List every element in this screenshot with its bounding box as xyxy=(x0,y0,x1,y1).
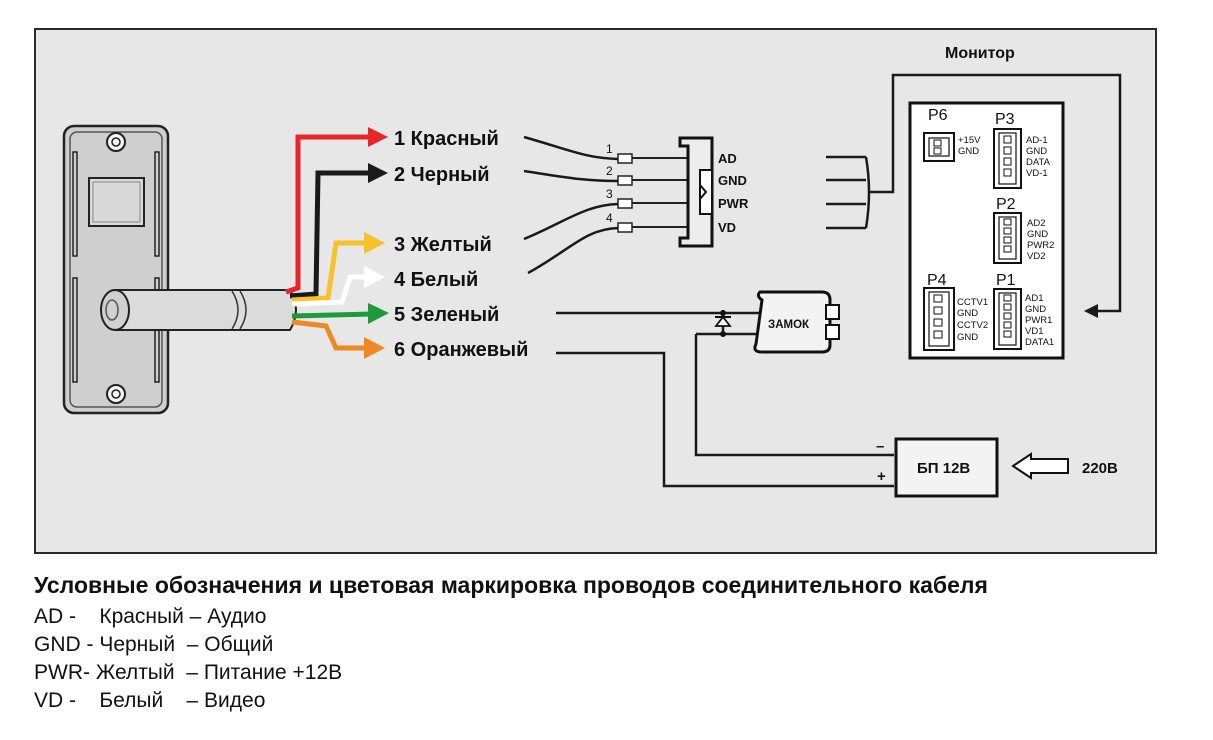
wire-white-arrow xyxy=(364,266,385,288)
wire-label-red: 1 Красный xyxy=(394,128,499,150)
svg-text:+15V: +15V xyxy=(958,135,981,146)
wire-red-arrow xyxy=(368,127,388,147)
power-supply-label: БП 12В xyxy=(917,460,970,477)
monitor-port-p1: P1 AD1 GND PWR1 VD1 DATA1 xyxy=(993,272,1054,350)
monitor-p1-arrow xyxy=(1084,304,1098,318)
connector-pin-ad: AD xyxy=(718,151,737,166)
wire-white xyxy=(291,274,368,307)
monitor-feed xyxy=(826,73,1122,313)
connector-leads xyxy=(523,135,619,275)
svg-text:VD1: VD1 xyxy=(1025,326,1043,337)
legend: Условные обозначения и цветовая маркиров… xyxy=(34,572,988,715)
svg-text:GND: GND xyxy=(1025,304,1046,315)
wire-red xyxy=(285,134,372,295)
svg-text:P6: P6 xyxy=(928,107,948,124)
wire-green-arrow xyxy=(368,303,389,324)
svg-text:DATA: DATA xyxy=(1026,157,1051,168)
wire-label-green: 5 Зеленый xyxy=(394,304,499,326)
wire-label-yellow: 3 Желтый xyxy=(394,234,492,256)
svg-text:GND: GND xyxy=(1026,146,1047,157)
monitor-port-p6: P6 +15V GND xyxy=(923,107,981,162)
wire-label-black: 2 Черный xyxy=(394,164,490,186)
svg-text:P3: P3 xyxy=(995,111,1015,128)
wire-group xyxy=(285,127,389,359)
psu-minus: – xyxy=(876,438,884,455)
connector-pin-number-1: 1 xyxy=(606,142,613,156)
input-arrow-icon xyxy=(1011,452,1069,480)
connector-pin-number-4: 4 xyxy=(606,211,613,225)
connector-pin-vd: VD xyxy=(718,220,736,235)
psu-plus: + xyxy=(877,468,886,485)
input-voltage-label: 220В xyxy=(1082,460,1118,477)
power-supply-box xyxy=(894,437,999,498)
lock-device xyxy=(753,290,840,354)
legend-row-vd: VD - Белый – Видео xyxy=(34,689,266,712)
diode-icon xyxy=(714,310,732,337)
svg-text:DATA1: DATA1 xyxy=(1025,337,1054,348)
svg-text:GND: GND xyxy=(1027,229,1048,240)
wire-yellow-arrow xyxy=(364,232,385,254)
monitor-title: Монитор xyxy=(945,45,1015,62)
monitor-port-p3: P3 AD-1 GND DATA VD-1 xyxy=(993,111,1051,189)
svg-text:VD-1: VD-1 xyxy=(1026,168,1048,179)
wire-yellow xyxy=(291,240,368,303)
wire-black xyxy=(289,170,372,299)
legend-row-gnd: GND - Черный – Общий xyxy=(34,633,274,656)
svg-text:GND: GND xyxy=(957,332,978,343)
svg-text:AD1: AD1 xyxy=(1025,293,1043,304)
lock-circuit xyxy=(556,310,894,488)
svg-text:CCTV1: CCTV1 xyxy=(957,297,988,308)
svg-text:AD2: AD2 xyxy=(1027,218,1045,229)
monitor-port-p2: P2 AD2 GND PWR2 VD2 xyxy=(993,196,1054,264)
connecting-cable xyxy=(100,289,297,331)
svg-text:CCTV2: CCTV2 xyxy=(957,320,988,331)
wire-orange-arrow xyxy=(364,337,385,359)
svg-text:GND: GND xyxy=(957,308,978,319)
legend-title: Условные обозначения и цветовая маркиров… xyxy=(34,572,988,598)
call-panel xyxy=(62,124,170,415)
wire-orange xyxy=(291,319,368,351)
monitor-port-p4: P4 CCTV1 GND CCTV2 GND xyxy=(923,272,988,351)
svg-text:AD-1: AD-1 xyxy=(1026,135,1048,146)
lock-label: ЗАМОК xyxy=(768,319,810,331)
connector-pin-number-2: 2 xyxy=(606,164,613,178)
four-pin-connector xyxy=(617,136,714,248)
legend-row-pwr: PWR- Желтый – Питание +12В xyxy=(34,661,343,684)
svg-text:PWR2: PWR2 xyxy=(1027,240,1054,251)
svg-text:PWR1: PWR1 xyxy=(1025,315,1052,326)
wire-green xyxy=(291,311,373,319)
wire-label-orange: 6 Оранжевый xyxy=(394,339,528,361)
svg-text:P2: P2 xyxy=(996,196,1016,213)
svg-text:VD2: VD2 xyxy=(1027,251,1045,262)
connector-pin-pwr: PWR xyxy=(718,196,749,211)
wire-label-white: 4 Белый xyxy=(394,269,478,291)
connector-pin-number-3: 3 xyxy=(606,187,613,201)
svg-text:P1: P1 xyxy=(996,272,1016,289)
connector-pin-gnd: GND xyxy=(718,173,747,188)
legend-row-ad: AD - Красный – Аудио xyxy=(34,605,267,628)
wire-black-arrow xyxy=(368,163,388,183)
svg-text:P4: P4 xyxy=(927,272,947,289)
svg-text:GND: GND xyxy=(958,146,979,157)
